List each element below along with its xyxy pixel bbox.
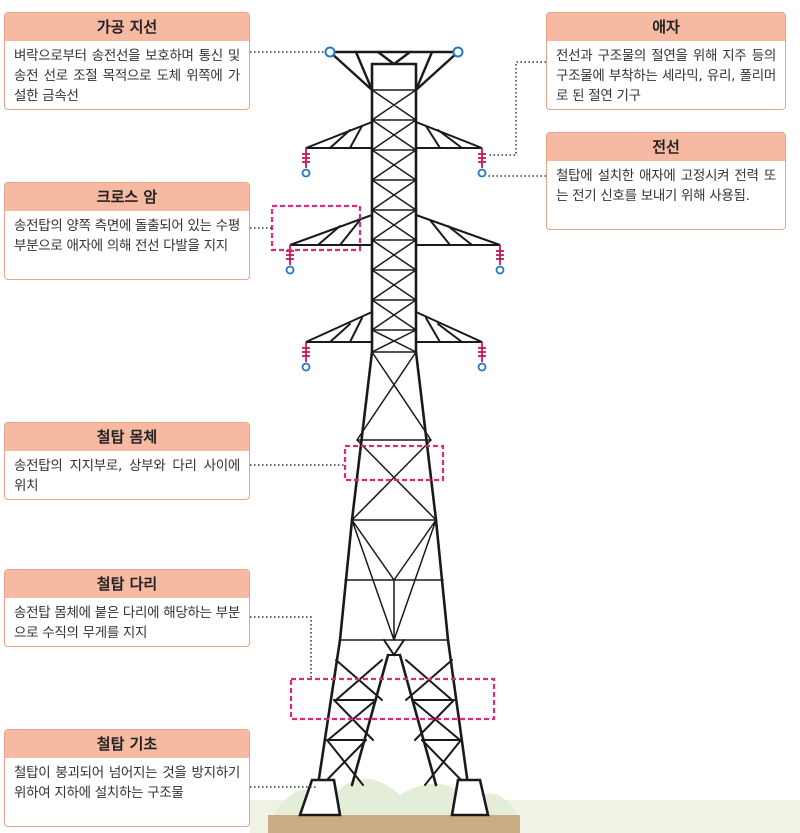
tower-mast xyxy=(316,62,470,787)
ground-wire-title: 가공 지선 xyxy=(5,13,249,41)
ground-wire-description: 벼락으로부터 송전선을 보호하며 통신 및 송전 선로 조절 목적으로 도체 위… xyxy=(14,48,240,104)
tower-structure xyxy=(289,50,501,817)
insulator-icon xyxy=(301,148,311,178)
insulator-icon xyxy=(477,342,487,372)
ground-wire-card: 가공 지선 벼락으로부터 송전선을 보호하며 통신 및 송전 선로 조절 목적으… xyxy=(4,12,250,110)
tower-legs xyxy=(321,639,467,787)
insulator-strings xyxy=(285,148,505,372)
tower-leg-card: 철탑 다리 송전탑 몸체에 붙은 다리에 해당하는 부분으로 수직의 무게를 지… xyxy=(4,569,250,647)
ground-wire-clamps xyxy=(324,46,464,58)
tower-body-description: 송전탑의 지지부로, 상부와 다리 사이에 위치 xyxy=(14,458,240,494)
cross-arm-card: 크로스 암 송전탑의 양쪽 측면에 돌출되어 있는 수평 부분으로 애자에 의해… xyxy=(4,182,250,280)
tower-leg-description: 송전탑 몸체에 붙은 다리에 해당하는 부분으로 수직의 무게를 지지 xyxy=(14,605,240,641)
tower-body-highlight xyxy=(343,444,445,482)
tower-leg-highlight xyxy=(289,677,496,721)
highlight-boxes xyxy=(270,204,496,721)
insulator-icon xyxy=(301,342,311,372)
tower-leg-title: 철탑 다리 xyxy=(5,570,249,598)
conductor-title: 전선 xyxy=(547,133,785,161)
tower-body-card: 철탑 몸체 송전탑의 지지부로, 상부와 다리 사이에 위치 xyxy=(4,422,250,500)
cross-arm-description: 송전탑의 양쪽 측면에 돌출되어 있는 수평 부분으로 애자에 의해 전선 다발… xyxy=(14,218,240,254)
insulator-card: 애자 전선과 구조물의 절연을 위해 지주 등의구조물에 부착하는 세라믹, 유… xyxy=(546,12,786,110)
foundation-description: 철탑이 붕괴되어 넘어지는 것을 방지하기 위하여 지하에 설치하는 구조물 xyxy=(14,765,240,801)
conductor-card: 전선 철탑에 설치한 애자에 고정시켜 전력 또는 전기 신호를 보내기 위해 … xyxy=(546,132,786,230)
insulator-icon xyxy=(285,245,295,275)
insulator-title: 애자 xyxy=(547,13,785,41)
foundation-card: 철탑 기초 철탑이 붕괴되어 넘어지는 것을 방지하기 위하여 지하에 설치하는… xyxy=(4,729,250,827)
cross-arm-title: 크로스 암 xyxy=(5,183,249,211)
insulator-icon xyxy=(477,148,487,178)
conductor-description: 철탑에 설치한 애자에 고정시켜 전력 또는 전기 신호를 보내기 위해 사용됨… xyxy=(556,168,776,204)
insulator-icon xyxy=(495,245,505,275)
cross-arm-highlight xyxy=(270,204,362,252)
tower-peak xyxy=(328,50,460,92)
foundation-title: 철탑 기초 xyxy=(5,730,249,758)
insulator-description: 전선과 구조물의 절연을 위해 지주 등의구조물에 부착하는 세라믹, 유리, … xyxy=(556,48,776,104)
tower-footings xyxy=(298,778,490,817)
mast-lattice xyxy=(339,89,449,641)
leader-lines xyxy=(250,51,546,788)
tower-body-title: 철탑 몸체 xyxy=(5,423,249,451)
cross-arm-bottom xyxy=(305,311,483,343)
